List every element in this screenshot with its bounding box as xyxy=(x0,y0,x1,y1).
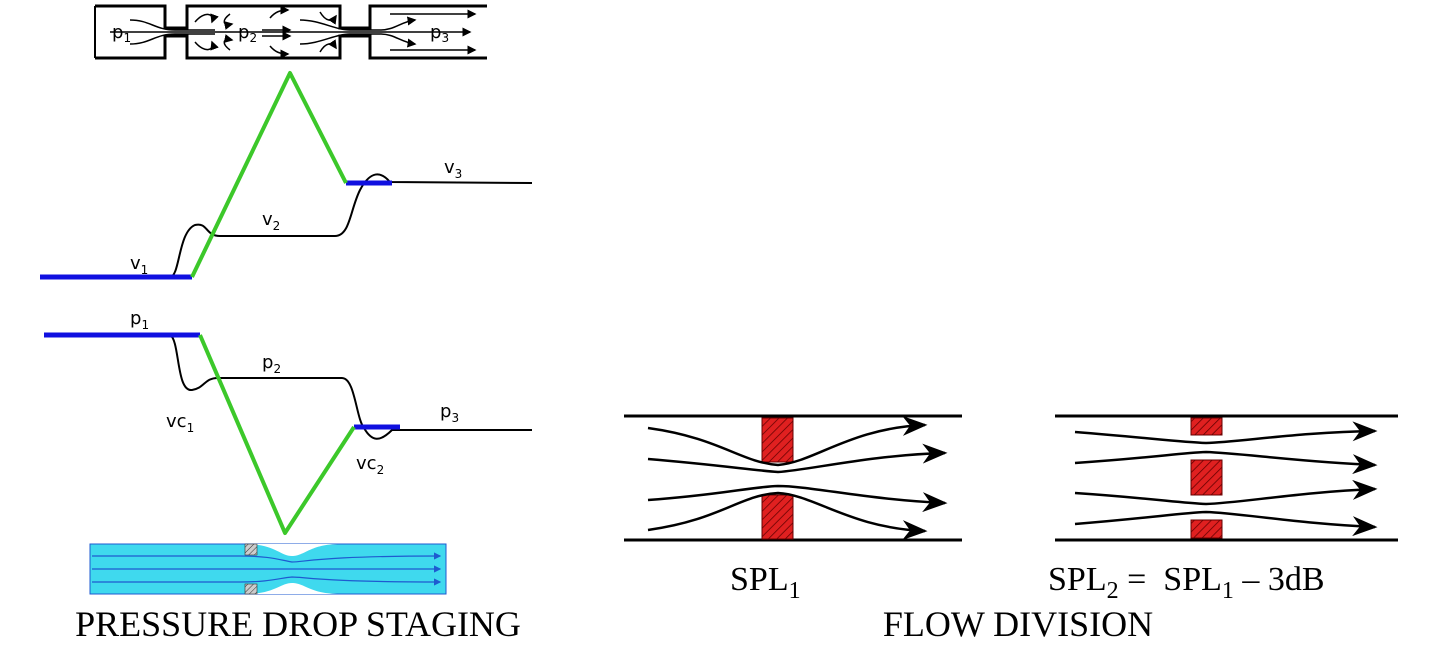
label-spl2-equation: SPL2 = SPL1 – 3dB xyxy=(1048,561,1325,604)
pressure-line xyxy=(160,334,532,440)
pressure-label-p2: p2 xyxy=(262,352,281,376)
obstruction-c-icon xyxy=(1190,519,1223,539)
staging-caption: PRESSURE DROP STAGING xyxy=(75,604,521,644)
division-caption: FLOW DIVISION xyxy=(883,604,1153,644)
staging-pipe-schematic: p1 p2 p3 xyxy=(94,4,487,60)
pipe-label-p2: p2 xyxy=(238,22,257,45)
flow-pipe-illustration xyxy=(89,543,447,595)
label-vc2: vc2 xyxy=(356,453,384,477)
velocity-label-v2: v2 xyxy=(262,209,280,233)
division-multi-orifice xyxy=(1055,414,1398,542)
obstruction-bottom-icon xyxy=(761,494,794,540)
velocity-profile: v1 v2 v3 xyxy=(40,71,533,280)
label-vc1: vc1 xyxy=(166,411,194,435)
obstruction-b-icon xyxy=(1190,459,1223,496)
label-spl1: SPL1 xyxy=(730,561,801,604)
obstruction-a-icon xyxy=(1190,417,1223,436)
obstruction-top-icon xyxy=(761,417,794,463)
pipe-label-p3: p3 xyxy=(430,22,449,45)
velocity-line xyxy=(140,173,533,278)
pressure-label-p1: p1 xyxy=(130,308,149,332)
velocity-label-v3: v3 xyxy=(444,157,462,181)
orifice-top-icon xyxy=(244,543,258,556)
pressure-profile: p1 p2 p3 vc1 vc2 xyxy=(44,308,532,535)
pipe-label-p1: p1 xyxy=(112,22,131,45)
division-single-orifice xyxy=(624,414,962,542)
orifice-bottom-icon xyxy=(244,583,258,595)
velocity-green-peak xyxy=(190,71,348,278)
pressure-green-valley xyxy=(198,334,356,535)
pressure-label-p3: p3 xyxy=(440,401,459,425)
velocity-label-v1: v1 xyxy=(130,253,148,277)
